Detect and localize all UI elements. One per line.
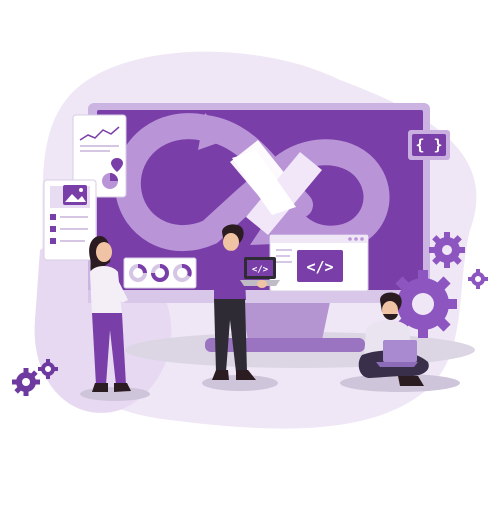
gear-icon	[12, 368, 40, 396]
line-chart-icon	[79, 126, 120, 141]
curly-braces-icon: { }	[415, 136, 442, 154]
gear-icon	[468, 269, 488, 289]
gear-icon	[429, 232, 465, 268]
donut-charts-card	[123, 257, 197, 289]
code-brackets-icon: </>	[306, 258, 333, 276]
analytics-document	[72, 114, 127, 198]
gear-icon	[38, 359, 58, 379]
monitor-stand-base	[205, 338, 365, 352]
standing-man-figure: </>	[212, 224, 280, 380]
image-document	[43, 179, 97, 261]
laptop-code-icon: </>	[252, 265, 269, 275]
monitor-stand	[240, 302, 330, 340]
monitor-chin	[88, 290, 430, 303]
woman-figure	[89, 236, 131, 392]
location-pin-icon	[111, 158, 123, 172]
code-window: </>	[269, 234, 369, 292]
sitting-laptop	[383, 340, 417, 362]
curly-braces-badge: { }	[408, 130, 450, 160]
handheld-laptop: </>	[240, 257, 280, 286]
sitting-man-figure	[358, 292, 429, 386]
